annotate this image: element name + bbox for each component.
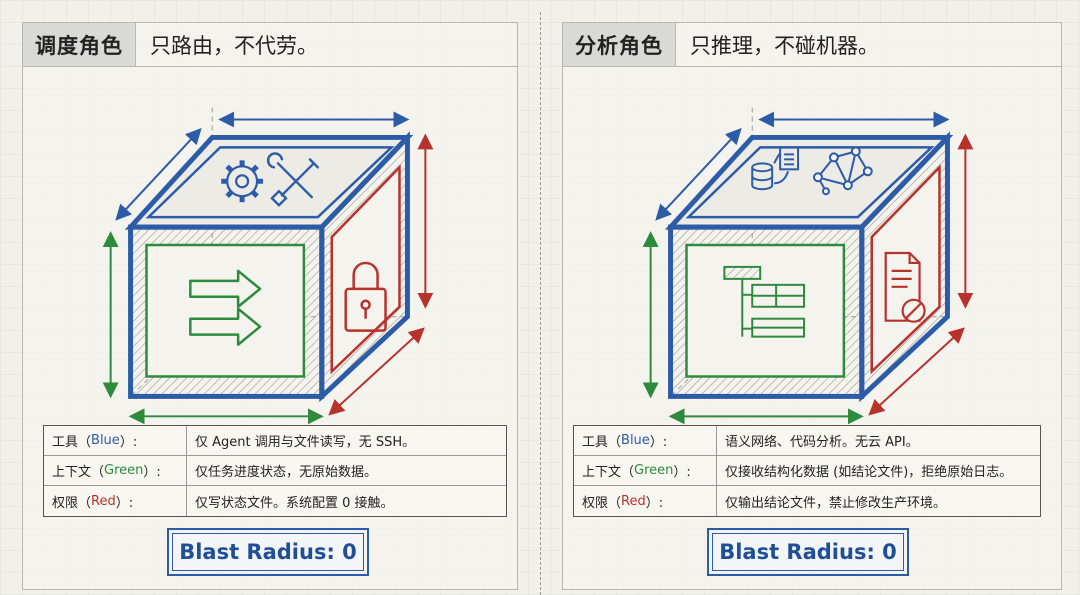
row-value: 仅接收结构化数据 (如结论文件)，拒绝原始日志。	[725, 465, 1013, 480]
row-color-word: Blue	[91, 433, 120, 448]
structured-table-icon	[723, 265, 806, 338]
analyst-cube-diagram	[642, 107, 974, 425]
row-value: 仅任务进度状态，无原始数据。	[195, 465, 378, 480]
gear-icon	[221, 160, 264, 203]
blast-radius-badge: Blast Radius: 0	[707, 528, 909, 576]
front-face	[668, 224, 865, 399]
row-value: 仅写状态文件。系统配置 0 接触。	[195, 495, 394, 511]
spec-table: 工具（Blue）: 仅 Agent 调用与文件读写，无 SSH。 上下文（Gre…	[43, 425, 507, 517]
row-color-word: Green	[104, 463, 144, 478]
panel-header: 调度角色 只路由，不代劳。	[23, 23, 517, 67]
row-key: 上下文	[582, 465, 622, 480]
row-key: 上下文	[52, 465, 92, 480]
dimension-green	[642, 231, 864, 425]
spec-row-permission: 权限（Red）: 仅写状态文件。系统配置 0 接触。	[44, 486, 506, 516]
row-color-word: Red	[621, 493, 646, 509]
dimension-blue	[655, 111, 950, 221]
spec-table: 工具（Blue）: 语义网络、代码分析。无云 API。 上下文（Green）: …	[573, 425, 1041, 517]
row-key: 权限	[582, 495, 609, 511]
network-graph-icon	[812, 146, 873, 196]
dimension-green	[102, 231, 324, 425]
role-tag: 调度角色	[23, 23, 136, 66]
row-key: 工具	[52, 435, 79, 450]
spec-row-context: 上下文（Green）: 仅任务进度状态，无原始数据。	[44, 456, 506, 486]
blast-radius-label: Blast Radius: 0	[172, 533, 364, 571]
row-value: 仅 Agent 调用与文件读写，无 SSH。	[195, 435, 416, 450]
row-value: 语义网络、代码分析。无云 API。	[725, 435, 919, 450]
panel-header: 分析角色 只推理，不碰机器。	[563, 23, 1061, 67]
dimension-red	[328, 133, 434, 416]
row-key: 工具	[582, 435, 609, 450]
database-document-icon	[751, 146, 800, 191]
spec-row-context: 上下文（Green）: 仅接收结构化数据 (如结论文件)，拒绝原始日志。	[574, 456, 1040, 486]
row-color-word: Red	[91, 493, 116, 509]
role-subtitle: 只推理，不碰机器。	[690, 33, 879, 58]
document-forbidden-icon	[884, 251, 926, 323]
front-face	[128, 224, 325, 399]
row-key: 权限	[52, 495, 79, 511]
spec-row-tools: 工具（Blue）: 仅 Agent 调用与文件读写，无 SSH。	[44, 426, 506, 456]
row-value: 仅输出结论文件，禁止修改生产环境。	[725, 495, 947, 511]
scheduler-cube-diagram	[102, 107, 434, 425]
scheduler-panel: 调度角色 只路由，不代劳。	[22, 22, 518, 590]
blast-radius-badge: Blast Radius: 0	[167, 528, 369, 576]
center-divider	[540, 12, 541, 595]
dimension-blue	[115, 111, 410, 221]
arrows-right-icon	[189, 269, 262, 346]
spec-row-tools: 工具（Blue）: 语义网络、代码分析。无云 API。	[574, 426, 1040, 456]
spec-row-permission: 权限（Red）: 仅输出结论文件，禁止修改生产环境。	[574, 486, 1040, 516]
role-subtitle: 只路由，不代劳。	[150, 33, 318, 58]
wrench-screwdriver-icon	[266, 152, 320, 207]
row-color-word: Blue	[621, 433, 650, 448]
row-color-word: Green	[634, 463, 674, 478]
dimension-red	[868, 133, 974, 416]
blast-radius-label: Blast Radius: 0	[712, 533, 904, 571]
analyst-panel: 分析角色 只推理，不碰机器。	[562, 22, 1062, 590]
role-tag: 分析角色	[563, 23, 676, 66]
